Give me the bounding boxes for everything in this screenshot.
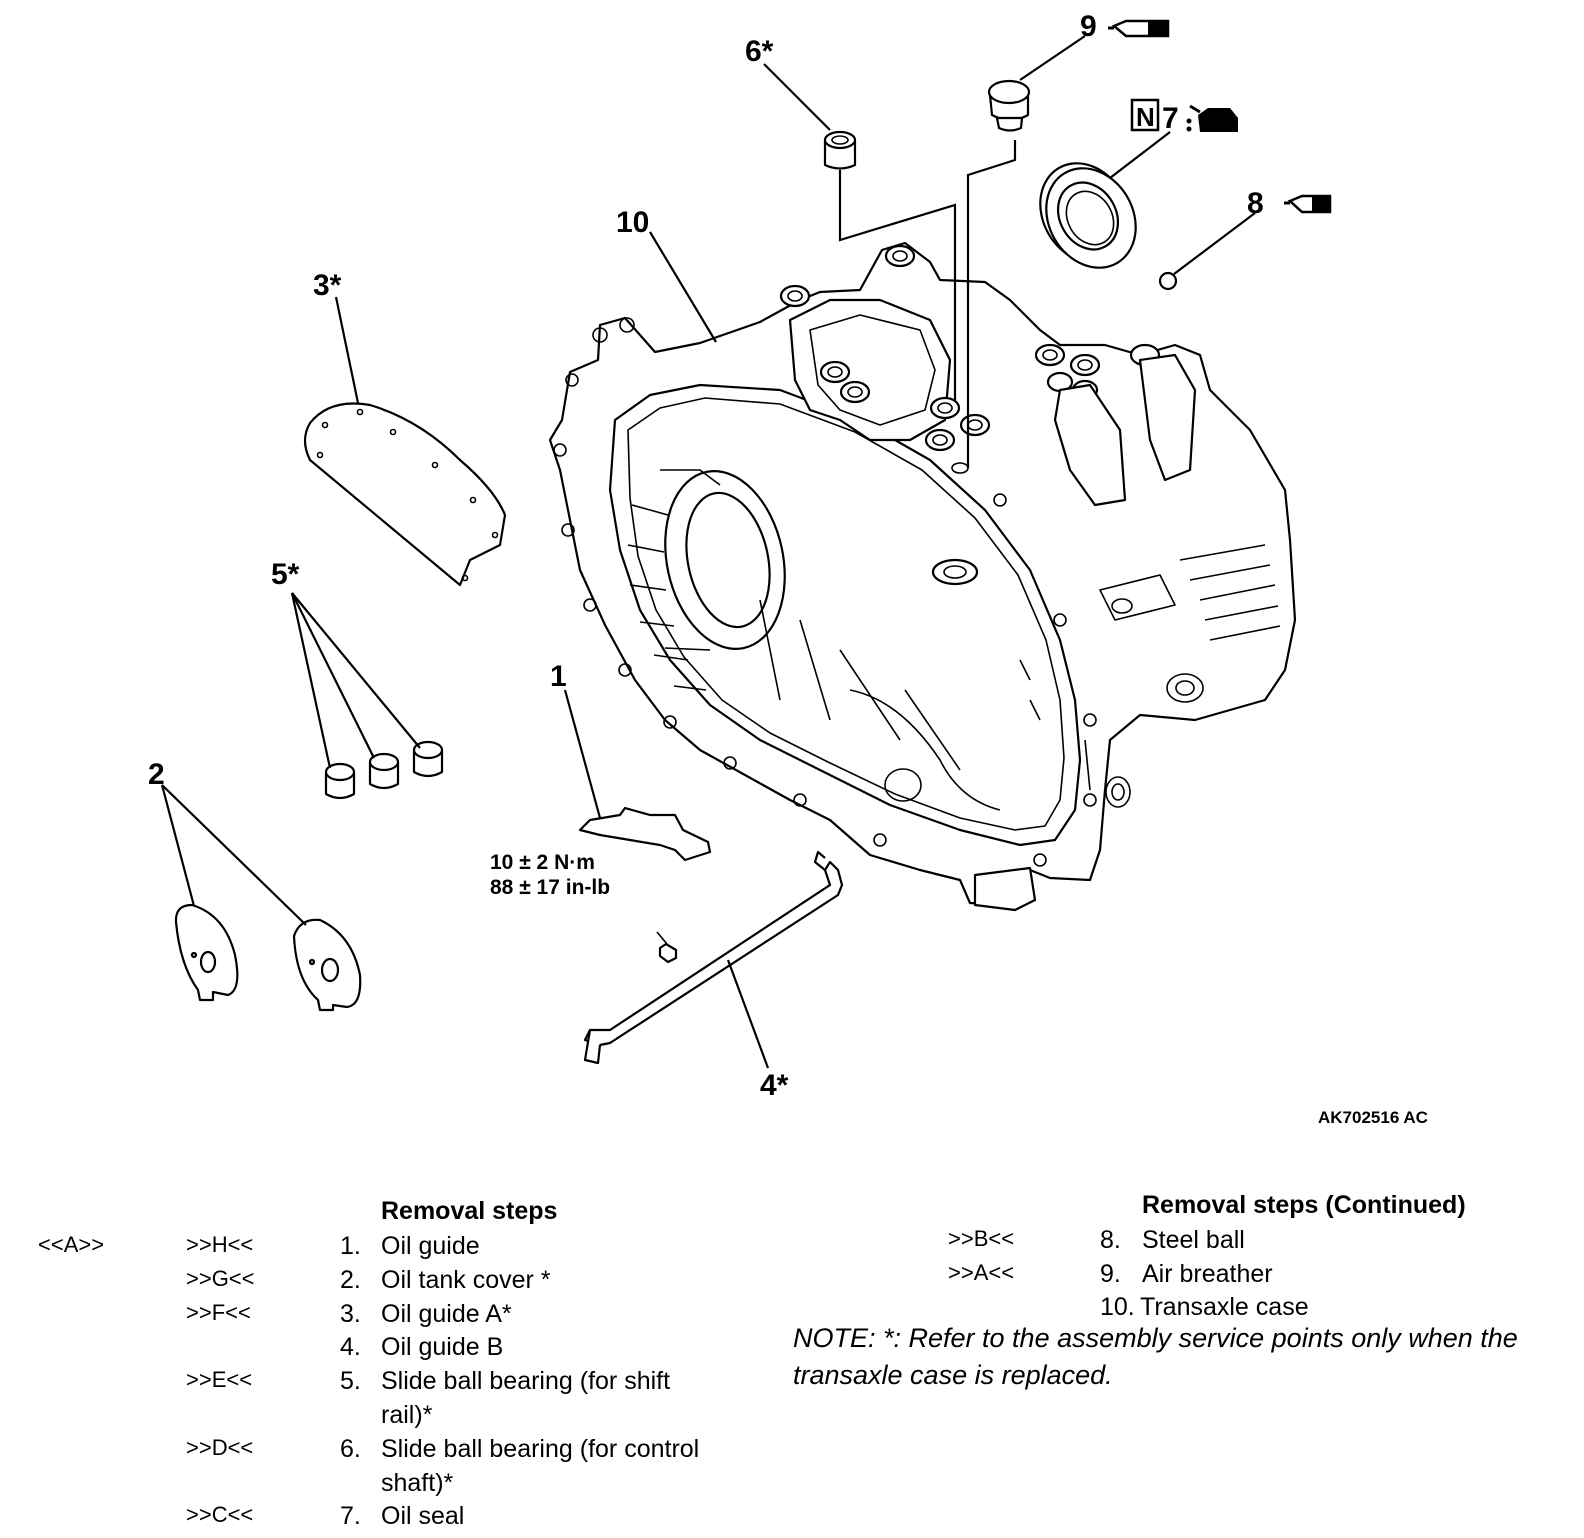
service-point-code: >>F<<: [186, 1299, 251, 1325]
service-point-code-a: <<A>>: [38, 1232, 105, 1257]
note-text: NOTE: *: Refer to the assembly service p…: [793, 1323, 1518, 1390]
bolt: [656, 931, 678, 964]
oil-seal: [1039, 162, 1137, 269]
n-badge-letter: N: [1136, 102, 1155, 132]
exploded-view-diagram: N 1 2 3* 4* 5* 6* 7 8 9 10: [148, 10, 1332, 1102]
step-number: 9.: [1100, 1259, 1121, 1288]
step-number: 3.: [340, 1299, 361, 1328]
oil-can-icon: [1186, 104, 1238, 132]
torque-spec-imperial: 88 ± 17 in-lb: [490, 876, 610, 899]
step-label: Transaxle case: [1140, 1293, 1309, 1321]
slide-ball-bearing-control-shaft: [823, 130, 857, 170]
oil-tank-covers: [174, 903, 362, 1012]
torque-spec-metric: 10 ± 2 N·m: [490, 851, 595, 874]
removal-step-row: >>F<< 3. Oil guide A*: [0, 1300, 760, 1333]
transaxle-case-drawing: [548, 140, 1297, 912]
callout-1: 1: [550, 660, 567, 693]
step-label: Oil guide: [381, 1232, 480, 1260]
step-label: Steel ball: [1142, 1226, 1245, 1254]
step-number: 1.: [340, 1232, 361, 1260]
service-point-code: >>C<<: [186, 1502, 254, 1528]
step-number: 5.: [340, 1367, 361, 1396]
steel-ball: [1158, 271, 1178, 291]
callout-5: 5*: [271, 558, 300, 591]
air-breather: [987, 79, 1031, 132]
leader-lines: [160, 35, 1256, 1069]
service-point-code: >>D<<: [186, 1434, 254, 1460]
sealant-tube-icon-9: [1108, 19, 1170, 38]
removal-step-row: >>E<< 5. Slide ball bearing (for shift: [0, 1367, 760, 1400]
removal-step-row: >>C<< 7. Oil seal: [0, 1502, 760, 1535]
slide-ball-bearings-shift-rail: [324, 740, 444, 800]
removal-step-row: >>G<< 2. Oil tank cover *: [0, 1266, 760, 1299]
removal-step-row: <<A>> >>H<< 1. Oil guide: [0, 1232, 760, 1265]
step-number: 10.: [1100, 1293, 1135, 1321]
step-number: 8.: [1100, 1226, 1121, 1254]
removal-step-row: >>B<< 8. Steel ball: [0, 1226, 1560, 1259]
service-point-code: >>A<<: [948, 1259, 1015, 1285]
removal-step-row: rail)*: [0, 1401, 760, 1434]
callout-2: 2: [148, 758, 165, 791]
n-badge-box: [1130, 98, 1160, 132]
oil-guide: [578, 806, 712, 862]
step-number: 6.: [340, 1434, 361, 1463]
removal-step-row: shaft)*: [0, 1469, 760, 1502]
service-point-code: >>E<<: [186, 1367, 253, 1393]
callout-10: 10: [616, 206, 649, 239]
service-point-code: >>G<<: [186, 1265, 255, 1291]
sealant-tube-icon-8: [1284, 194, 1332, 214]
step-label: Oil guide B: [381, 1333, 504, 1362]
step-label: Slide ball bearing (for shift: [381, 1367, 671, 1396]
callout-3: 3*: [313, 269, 342, 302]
callout-7: 7: [1162, 102, 1179, 135]
removal-step-row: 4. Oil guide B: [0, 1333, 760, 1366]
oil-guide-b: [583, 850, 844, 1065]
step-label: Slide ball bearing (for control: [381, 1434, 700, 1463]
oil-guide-a: [303, 402, 507, 587]
step-label: rail)*: [381, 1401, 433, 1429]
callout-4: 4*: [760, 1069, 789, 1102]
removal-steps-header: Removal steps: [381, 1197, 558, 1225]
figure-id: AK702516 AC: [1318, 1108, 1428, 1127]
callout-8: 8: [1247, 187, 1264, 220]
callout-6: 6*: [745, 35, 774, 68]
step-number: 4.: [340, 1333, 361, 1362]
removal-step-row: 10.Transaxle case: [0, 1293, 1560, 1326]
service-point-code: >>H<<: [186, 1232, 254, 1257]
removal-steps-continued-header: Removal steps (Continued): [1142, 1191, 1466, 1219]
removal-step-row: >>A<< 9. Air breather: [0, 1260, 1560, 1293]
callout-9: 9: [1080, 10, 1097, 43]
step-label: shaft)*: [381, 1468, 454, 1497]
removal-step-row: >>D<< 6. Slide ball bearing (for control: [0, 1435, 760, 1468]
service-point-code: >>B<<: [948, 1226, 1015, 1251]
step-number: 7.: [340, 1502, 361, 1531]
step-label: Oil tank cover *: [381, 1265, 551, 1294]
step-number: 2.: [340, 1265, 361, 1294]
step-label: Air breather: [1142, 1259, 1273, 1288]
step-label: Oil seal: [381, 1502, 465, 1531]
step-label: Oil guide A*: [381, 1299, 512, 1328]
